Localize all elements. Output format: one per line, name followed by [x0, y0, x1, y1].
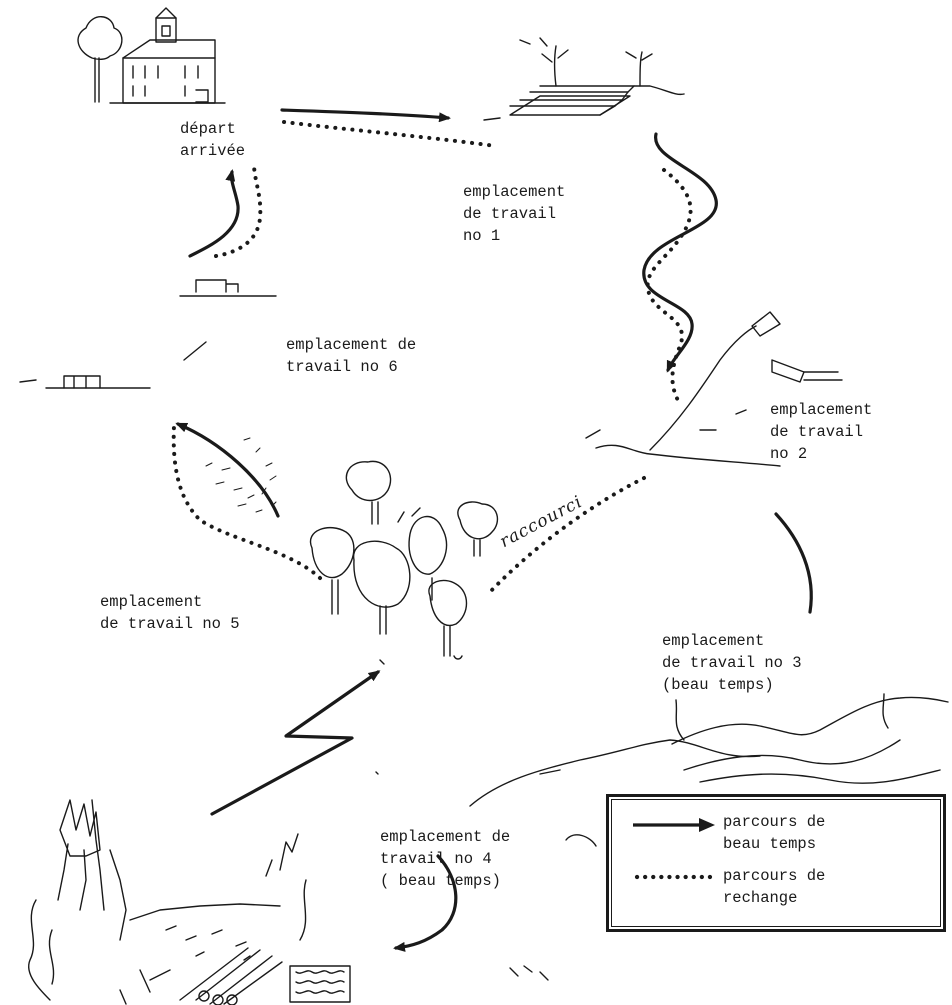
label-work-site-4: emplacement de travail no 4 ( beau temps…: [380, 826, 510, 892]
label-line: emplacement de: [380, 828, 511, 846]
legend-text-line: parcours de: [723, 867, 826, 885]
terrace-steps-drawing: [483, 37, 685, 121]
label-line: (beau temps): [662, 676, 774, 694]
legend-item-fair-weather: parcours de beau temps: [627, 811, 937, 859]
legend-item-alternate: parcours de rechange: [627, 865, 937, 913]
legend: parcours de beau temps parcours de recha…: [607, 795, 945, 931]
legend-text-line: rechange: [723, 889, 798, 907]
label-line: arrivée: [180, 142, 246, 160]
solid-route-start-to-site1: [280, 108, 451, 123]
label-line: de travail no 5: [100, 615, 240, 633]
label-work-site-3: emplacement de travail no 3 (beau temps): [662, 630, 802, 696]
dotted-route-site1-to-site2: [645, 168, 693, 406]
label-line: départ: [180, 120, 236, 138]
label-work-site-2: emplacement de travail no 2: [770, 399, 872, 465]
dotted-route-hut-to-start: [214, 162, 263, 258]
label-line: emplacement: [770, 401, 873, 419]
label-line: emplacement de: [286, 336, 417, 354]
solid-route-camp-to-site5: [210, 670, 381, 816]
label-line: emplacement: [100, 593, 203, 611]
label-line: emplacement: [463, 183, 566, 201]
solid-route-hut-to-start: [188, 169, 240, 258]
label-line: travail no 6: [286, 358, 398, 376]
label-work-site-6: emplacement de travail no 6: [286, 334, 416, 378]
label-work-site-1: emplacement de travail no 1: [463, 181, 565, 247]
label-line: ( beau temps): [380, 872, 501, 890]
fair-weather-routes: [175, 108, 813, 952]
label-line: de travail no 3: [662, 654, 802, 672]
legend-text-line: beau temps: [723, 835, 817, 853]
church-drawing: [77, 7, 226, 104]
label-work-site-5: emplacement de travail no 5: [100, 591, 240, 635]
solid-route-site1-to-site2: [642, 132, 718, 373]
solid-route-site2-to-site3: [774, 512, 813, 614]
hillside-drawing: [585, 311, 843, 467]
grass-hatch-drawing: [205, 437, 277, 513]
label-line: no 2: [770, 445, 808, 463]
label-line: travail no 4: [380, 850, 492, 868]
dotted-route-start-to-site1: [282, 120, 498, 148]
alternate-routes: [171, 120, 693, 594]
label-line: emplacement: [662, 632, 765, 650]
label-line: de travail: [463, 205, 557, 223]
label-line: de travail: [770, 423, 864, 441]
label-depart-arrivee: départ arrivée: [180, 118, 245, 162]
dotted-route-shortcut: [488, 476, 646, 594]
solid-route-site5-to-site6: [175, 422, 280, 518]
huts-drawing: [19, 279, 277, 389]
legend-text-line: parcours de: [723, 813, 826, 831]
label-line: no 1: [463, 227, 501, 245]
solid-route-site4-to-camp: [393, 854, 458, 952]
lumber-camp-drawing: [28, 799, 597, 1005]
solid-arrow-icon: [633, 818, 715, 832]
dotted-route-site5-to-site6: [171, 424, 322, 580]
rolling-hills-drawing: [469, 693, 949, 807]
dotted-line-icon: [634, 874, 714, 880]
forest-trees-drawing: [309, 460, 499, 775]
